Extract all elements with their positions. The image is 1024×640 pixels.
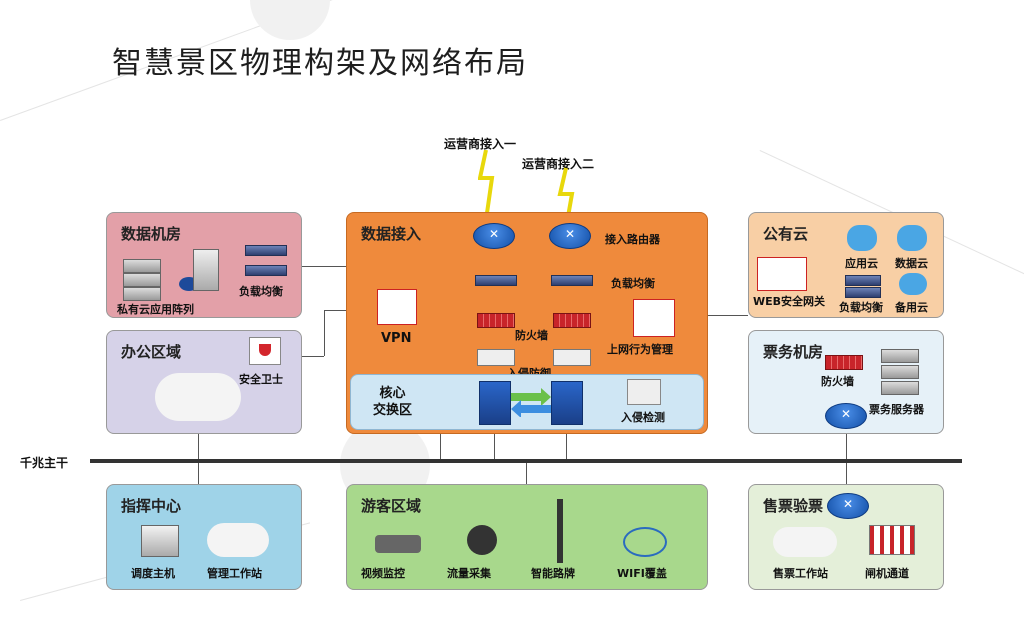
- background-circle: [250, 0, 330, 40]
- lightning-icon: [478, 150, 575, 229]
- load-balancer-icon: [845, 275, 881, 286]
- gate-channel-label: 闸机通道: [865, 567, 909, 580]
- ticket-sale-box: 售票验票 售票工作站 闸机通道: [748, 484, 944, 590]
- isp-line1-label: 运营商接入一: [444, 137, 517, 151]
- visitor-area-title: 游客区域: [361, 497, 422, 515]
- cloud-icon: [847, 225, 877, 251]
- backbone-line: [90, 459, 962, 463]
- wifi-icon: [623, 527, 667, 557]
- load-balancer-icon: [475, 275, 517, 286]
- app-cloud-label: 应用云: [845, 257, 878, 270]
- exchange-arrow-icon: [511, 388, 551, 417]
- cloud-icon: [899, 273, 927, 295]
- ticket-sale-title: 售票验票: [763, 497, 824, 515]
- ips-icon: [477, 349, 515, 366]
- visitor-area-box: 游客区域 视频监控 流量采集 智能路牌 WIFI覆盖: [346, 484, 708, 590]
- network-cloud-icon: [773, 527, 837, 557]
- ticket-firewall-label: 防火墙: [821, 375, 854, 388]
- cloud-icon: [897, 225, 927, 251]
- ips-icon: [553, 349, 591, 366]
- video-monitor-label: 视频监控: [361, 567, 405, 580]
- link-line: [494, 430, 495, 460]
- ids-label: 入侵检测: [621, 411, 665, 424]
- network-cloud-icon: [155, 373, 241, 421]
- office-box: 办公区域 安全卫士: [106, 330, 302, 434]
- server-icon: [123, 259, 161, 273]
- core-switch-icon: [479, 381, 511, 425]
- load-balance-label: 负载均衡: [839, 301, 883, 314]
- host-icon: [141, 525, 179, 557]
- ticket-room-title: 票务机房: [763, 343, 824, 361]
- core-title: 核心 交换区: [373, 386, 413, 418]
- link-line: [282, 356, 324, 357]
- load-balancer-icon: [845, 287, 881, 298]
- page-title: 智慧景区物理构架及网络布局: [112, 46, 528, 81]
- tower-server-icon: [193, 249, 219, 291]
- load-balancer-icon: [551, 275, 593, 286]
- core-box: 核心 交换区 入侵检测: [350, 374, 704, 430]
- vpn-label: VPN: [381, 331, 412, 346]
- link-line: [680, 315, 748, 316]
- security-guard-label: 安全卫士: [239, 373, 283, 386]
- wifi-coverage-label: WIFI覆盖: [617, 567, 667, 580]
- office-title: 办公区域: [121, 343, 182, 361]
- server-icon: [881, 365, 919, 379]
- command-center-box: 指挥中心 调度主机 管理工作站: [106, 484, 302, 590]
- link-line: [526, 461, 527, 485]
- link-line: [324, 310, 366, 311]
- data-room-title: 数据机房: [121, 225, 182, 243]
- traffic-collect-label: 流量采集: [447, 567, 491, 580]
- private-cloud-label: 私有云应用阵列: [117, 303, 194, 316]
- ticket-workstation-label: 售票工作站: [773, 567, 828, 580]
- smart-sign-label: 智能路牌: [531, 567, 575, 580]
- mgmt-workstation-label: 管理工作站: [207, 567, 262, 580]
- firewall-icon: [477, 313, 515, 328]
- isp-line2-label: 运营商接入二: [522, 157, 595, 171]
- router-icon: [473, 223, 515, 249]
- router-icon: [549, 223, 591, 249]
- public-cloud-box: 公有云 应用云 数据云 WEB安全网关 负载均衡 备用云: [748, 212, 944, 318]
- firewall-icon: [553, 313, 591, 328]
- router-icon: [827, 493, 869, 519]
- web-gateway-label: WEB安全网关: [753, 295, 826, 308]
- server-icon: [881, 381, 919, 395]
- ticket-room-box: 票务机房 防火墙 票务服务器: [748, 330, 944, 434]
- link-line: [566, 430, 567, 460]
- web-gateway-icon: [757, 257, 807, 291]
- load-balance-label: 负载均衡: [611, 277, 655, 290]
- backup-cloud-label: 备用云: [895, 301, 928, 314]
- server-icon: [881, 349, 919, 363]
- behavior-mgmt-label: 上网行为管理: [607, 343, 673, 356]
- ticket-server-label: 票务服务器: [869, 403, 924, 416]
- behavior-mgmt-icon: [633, 299, 675, 337]
- camera-icon: [375, 535, 421, 553]
- gate-icon: [869, 525, 915, 555]
- command-center-title: 指挥中心: [121, 497, 182, 515]
- ids-icon: [627, 379, 661, 405]
- data-room-box: 数据机房 私有云应用阵列 负载均衡: [106, 212, 302, 318]
- access-title: 数据接入: [361, 225, 422, 243]
- public-cloud-title: 公有云: [763, 225, 809, 243]
- firewall-icon: [825, 355, 863, 370]
- dispatch-host-label: 调度主机: [131, 567, 175, 580]
- access-router-label: 接入路由器: [605, 233, 660, 246]
- backbone-label: 千兆主干: [20, 456, 69, 470]
- data-cloud-label: 数据云: [895, 257, 928, 270]
- router-icon: [825, 403, 867, 429]
- load-balancer-icon: [245, 265, 287, 276]
- core-switch-icon: [551, 381, 583, 425]
- smart-sign-icon: [557, 499, 563, 563]
- firewall-label: 防火墙: [515, 329, 548, 342]
- load-balancer-icon: [245, 245, 287, 256]
- load-balance-label: 负载均衡: [239, 285, 283, 298]
- vpn-key-icon: [377, 289, 417, 325]
- server-icon: [123, 287, 161, 301]
- link-line: [324, 310, 325, 356]
- network-cloud-icon: [207, 523, 269, 557]
- server-icon: [123, 273, 161, 287]
- dome-camera-icon: [467, 525, 497, 555]
- shield-icon: [249, 337, 281, 365]
